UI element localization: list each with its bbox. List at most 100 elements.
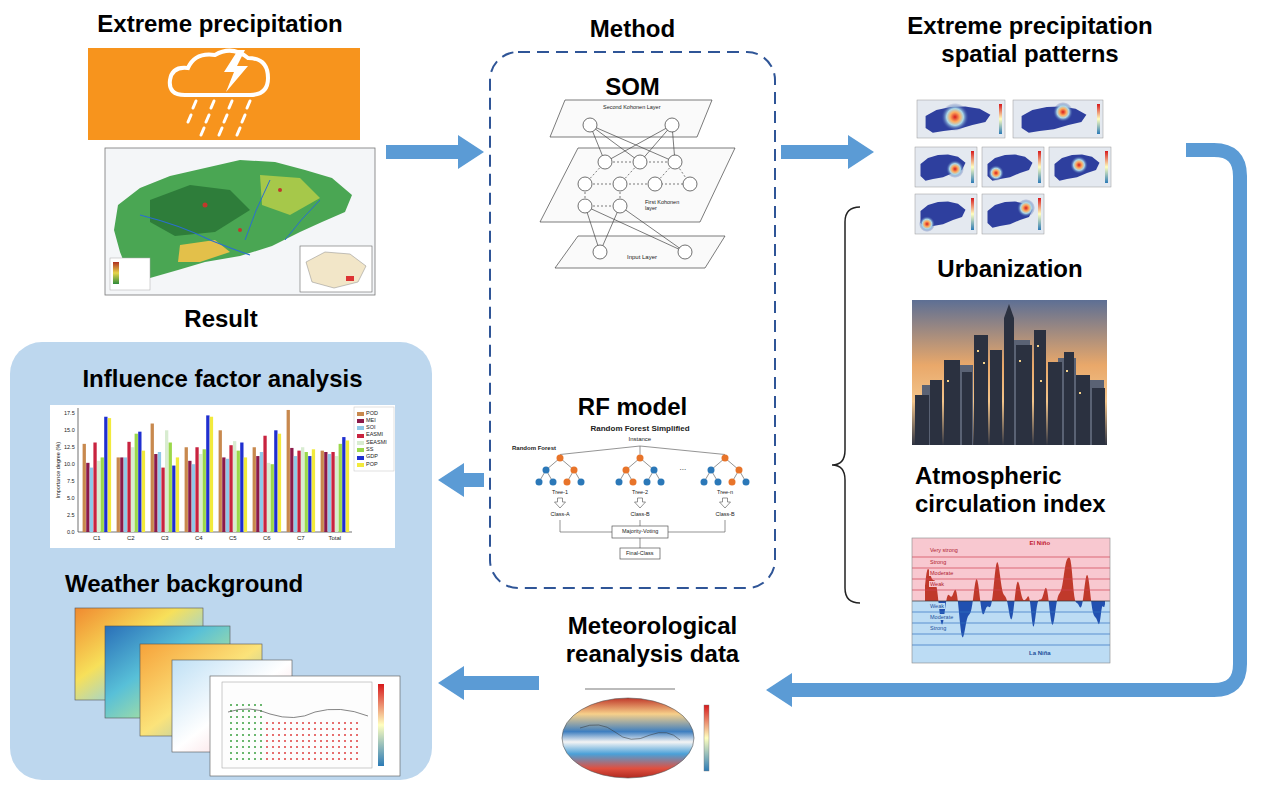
arrow-head: [848, 135, 874, 169]
layer-label: First Kohonen layer: [645, 199, 691, 212]
bar: [244, 457, 247, 532]
tree-label: Instance: [629, 436, 652, 443]
random-forest-figure-part-part: [637, 455, 644, 462]
som-network-figure-part-part: [633, 155, 647, 169]
legend-label: SOI: [366, 424, 375, 430]
bar: [195, 447, 198, 532]
som-network-figure-part-part: [598, 155, 612, 169]
random-forest-figure-part: [612, 526, 668, 538]
tree-label: Random Forest: [512, 445, 556, 452]
city-photo-part-part: [944, 360, 960, 445]
bar: [210, 417, 213, 532]
panel-heading: Extreme precipitation: [60, 10, 380, 38]
bar: [90, 468, 93, 532]
method-group: MethodSOMRF model: [490, 15, 775, 590]
bar: [324, 452, 327, 532]
phase-label: El Niño: [1029, 540, 1052, 547]
som-network-figure-part: [578, 118, 697, 259]
bar: [104, 417, 107, 532]
city-photo-part-part: [1092, 388, 1105, 445]
weather-maps-stack-part: [222, 682, 372, 768]
city-photo-part-part: [962, 372, 972, 445]
flow-arrow: [438, 463, 484, 497]
random-forest-figure-part-part: [736, 467, 743, 474]
som-network-figure-part-part: [620, 206, 685, 252]
random-forest-figure-part: [536, 467, 750, 486]
weather-maps-stack-part: [262, 718, 362, 764]
spatial-pattern-maps-part-part: [1055, 154, 1100, 180]
som-network-figure-part-part: [600, 206, 620, 252]
oni-index-chart: [912, 538, 1110, 663]
study-area-map-part: [238, 228, 242, 232]
city-photo-part-part: [1034, 330, 1046, 445]
random-forest-figure-part-part: [704, 458, 746, 482]
reanalysis-map-part: [580, 725, 680, 740]
study-area-map-part: [105, 148, 375, 295]
som-network-figure-part: [555, 236, 725, 268]
study-area-map-part: [300, 246, 372, 292]
bar: [176, 457, 179, 532]
spatial-pattern-maps-part: [982, 194, 1044, 234]
rain-icon-part-part: [224, 115, 227, 122]
random-forest-figure-part-part: [571, 467, 578, 474]
city-photo-part: [947, 345, 1081, 394]
panel-heading: Extreme precipitation spatial patterns: [880, 12, 1180, 67]
city-photo-part-part: [1079, 392, 1081, 394]
importance-bar-chart-part: [78, 408, 79, 532]
rain-icon-part-part: [242, 115, 245, 122]
study-area-map-part: [178, 240, 230, 262]
method-panel: SOM: [520, 73, 745, 273]
flow-arrow: [766, 150, 1240, 707]
spatial-pattern-maps-part-part: [1053, 102, 1073, 122]
spatial-pattern-maps-part-part: [946, 160, 964, 178]
panel-heading: Method: [490, 15, 775, 43]
random-forest-figure-part-part: [708, 467, 715, 474]
bar: [120, 457, 123, 532]
random-forest-figure-part-part: [722, 455, 729, 462]
rain-icon-part-part: [247, 101, 250, 108]
bar: [271, 464, 274, 532]
legend-label: EASMI: [366, 431, 383, 437]
reanalysis-map: [562, 688, 709, 778]
som-network-figure-part-part: [665, 118, 679, 132]
som-network-figure-part-part: [668, 155, 682, 169]
bar: [287, 410, 290, 532]
bar: [222, 457, 225, 532]
study-area-map-part: [113, 262, 119, 284]
tick-label: 17.5: [64, 410, 75, 416]
random-forest-figure-part-part: [644, 479, 651, 486]
study-area-map-part: [278, 188, 282, 192]
bar: [278, 434, 281, 532]
spatial-pattern-maps-part-part: [1070, 156, 1088, 174]
random-forest-figure-part-part: [743, 479, 750, 486]
layer-label: Second Kohonen Layer: [603, 104, 661, 110]
spatial-pattern-maps-part-part: [917, 100, 1005, 138]
bar: [301, 447, 304, 532]
spatial-pattern-maps-part-part: [971, 151, 974, 183]
layer-label: Input Layer: [627, 254, 657, 261]
spatial-pattern-maps-part: [1013, 100, 1103, 138]
random-forest-figure-part-part: [640, 446, 641, 455]
oni-index-chart-part-part: [912, 601, 1110, 602]
pattern-panel: Extreme precipitation spatial patterns: [880, 12, 1180, 242]
bar: [260, 452, 263, 532]
city-photo-part-part: [1019, 360, 1021, 362]
study-area-map: [105, 148, 375, 295]
rain-icon-part: [88, 48, 360, 140]
tick-label: 10.0: [64, 461, 75, 467]
level-label: Moderate: [929, 614, 954, 620]
oni-index-chart-part-part: [912, 568, 1110, 569]
category-label: C2: [127, 535, 135, 542]
phase-label: La Niña: [1028, 650, 1052, 657]
class-label: Class-B: [631, 511, 650, 517]
tree-label: Tree-n: [717, 489, 733, 495]
oni-index-chart-part-part: [912, 623, 1110, 624]
oni-index-chart-part-part: [912, 612, 1110, 613]
oni-index-chart-part-part: [912, 645, 1110, 646]
bar: [101, 457, 104, 532]
bar: [127, 442, 130, 532]
legend-swatch: [357, 419, 364, 423]
category-label: C3: [161, 535, 169, 542]
bar: [185, 447, 188, 532]
